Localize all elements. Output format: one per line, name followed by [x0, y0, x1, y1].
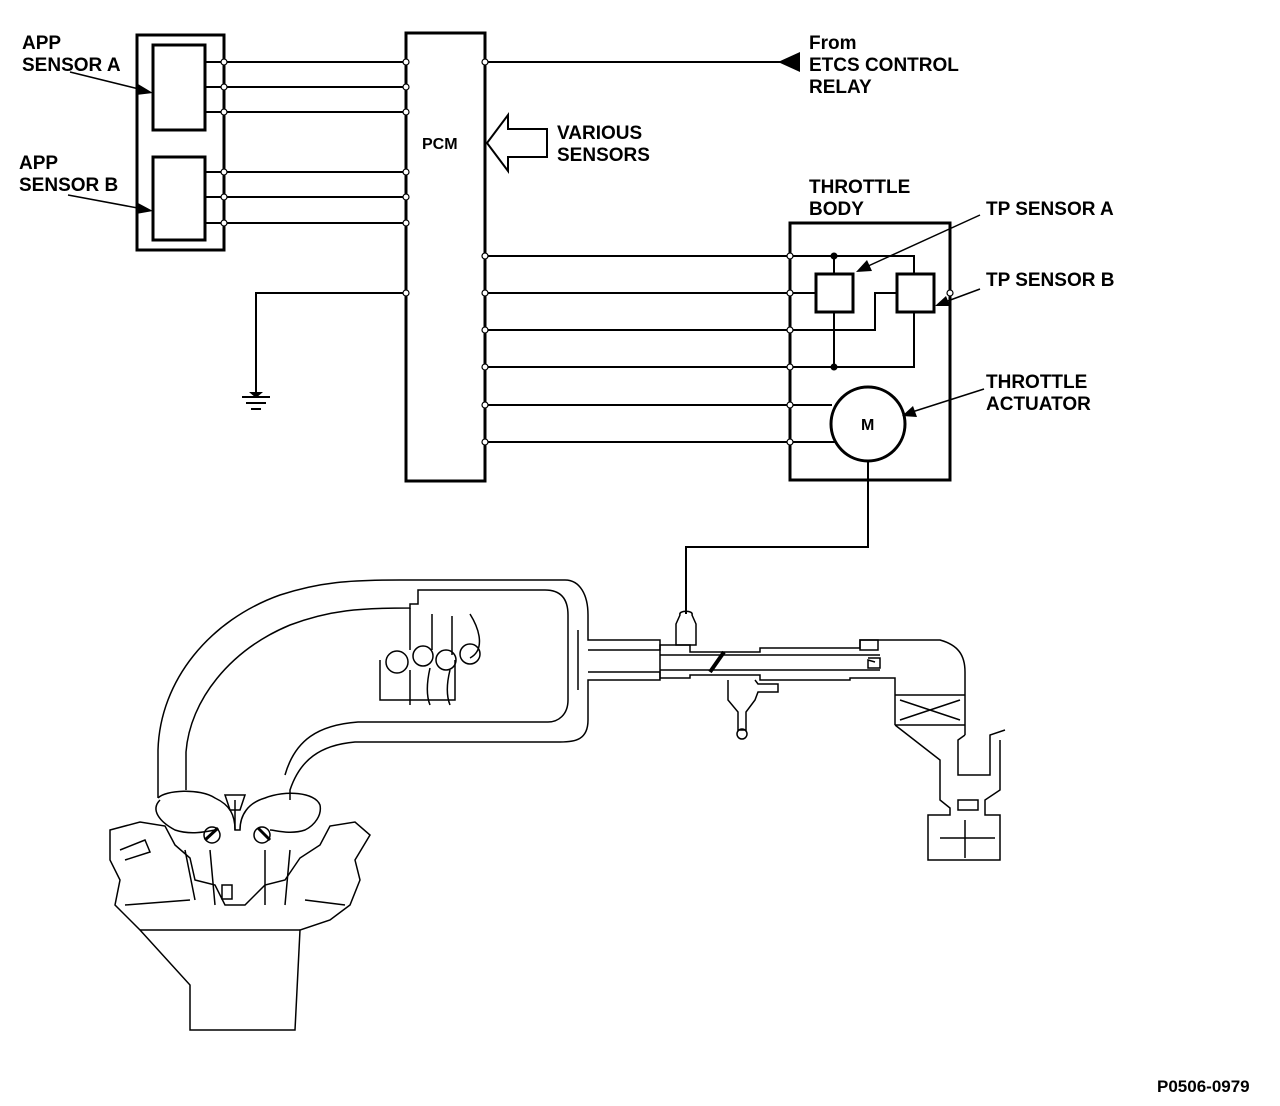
etcs-relay-label: From ETCS CONTROL RELAY — [809, 33, 964, 98]
junction-dot — [830, 252, 838, 260]
app-sensor-assembly — [135, 33, 226, 252]
tp-sensor-a-box — [814, 272, 855, 314]
tp-sensor-a-label: TP SENSOR A — [986, 199, 1114, 220]
engine-intake-illustration — [109, 579, 1006, 1031]
leader-arrows — [67, 71, 985, 417]
junction-dot — [830, 363, 838, 371]
motor-label: M — [861, 417, 874, 434]
actuator-link-wire — [685, 461, 869, 614]
intake-duct — [157, 579, 661, 800]
ground-wire — [242, 292, 406, 410]
engine-block — [157, 790, 322, 833]
pcm-box — [404, 31, 487, 483]
throttle-actuator-label: THROTTLE ACTUATOR — [986, 372, 1093, 415]
app-sensor-b-box — [151, 155, 207, 242]
app-sensor-a-box — [151, 43, 207, 132]
app-sensor-a-label: APP SENSOR A — [22, 33, 121, 76]
pcm-label: PCM — [422, 136, 458, 153]
app-to-pcm-wires — [205, 61, 406, 224]
various-sensors-label: VARIOUS SENSORS — [557, 123, 650, 166]
tp-sensor-b-box — [895, 272, 936, 314]
ground-icon — [249, 392, 263, 398]
various-sensors-arrow-icon — [485, 112, 548, 174]
wire-connection-dots — [220, 58, 954, 446]
throttle-body-label: THROTTLE BODY — [809, 177, 916, 220]
app-sensor-b-label: APP SENSOR B — [19, 153, 118, 196]
tp-sensor-b-label: TP SENSOR B — [986, 270, 1114, 291]
etcs-relay-arrow-icon — [778, 52, 800, 72]
pcm-to-throttle-body-wires — [485, 255, 790, 443]
throttle-body-pipe — [588, 639, 966, 735]
figure-id: P0506-0979 — [1157, 1077, 1250, 1096]
